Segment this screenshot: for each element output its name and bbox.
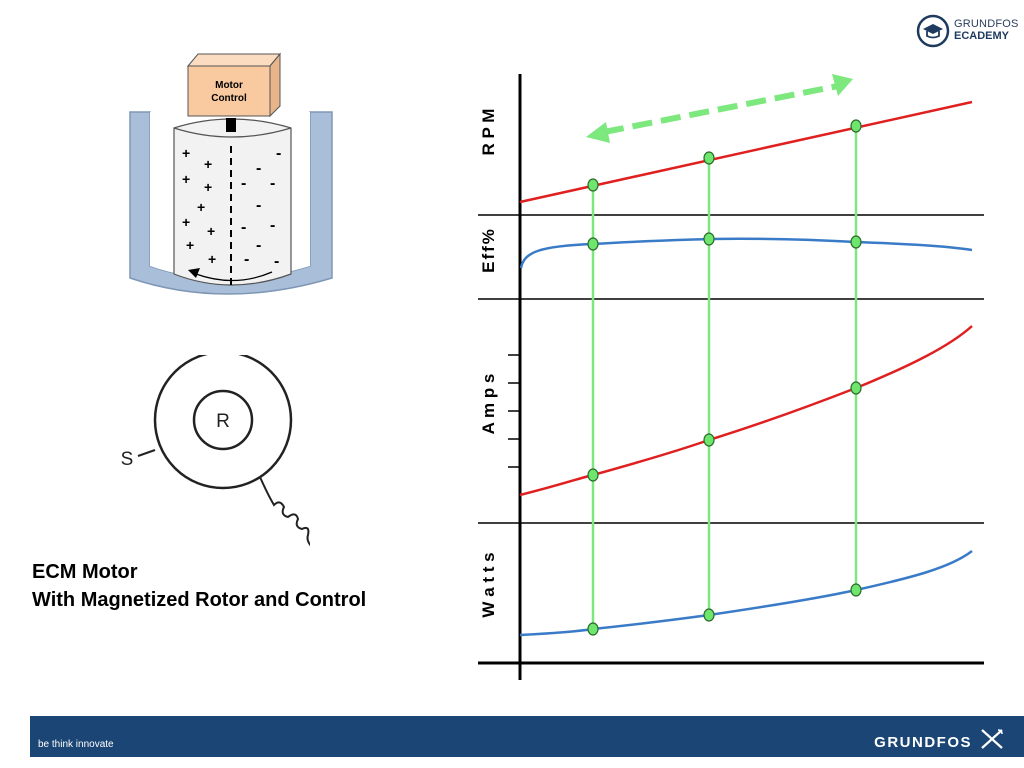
svg-text:-: - (256, 237, 261, 254)
svg-text:+: + (204, 179, 212, 195)
eff-curve (519, 237, 973, 269)
marker-rpm-2 (703, 151, 715, 165)
marker-amps-3 (850, 381, 862, 395)
marker-watts-1 (587, 622, 599, 636)
ecm-motor-illustration: Motor Control + + + + + + + + + - - - - … (129, 52, 333, 295)
marker-amps-1 (587, 468, 599, 482)
positive-poles: + + + + + + + + + (182, 145, 216, 267)
marker-eff-1 (587, 237, 599, 251)
rotor-circle (192, 389, 254, 451)
stator-label: S (121, 449, 134, 470)
svg-text:+: + (204, 156, 212, 172)
svg-text:+: + (182, 171, 190, 187)
motor-control-label-line2: Control (211, 93, 247, 104)
speed-range-arrow (586, 74, 853, 143)
motor-control-label-line1: Motor (215, 80, 243, 91)
svg-text:-: - (270, 217, 275, 234)
footer-brand: GRUNDFOS (874, 734, 972, 751)
logo-text-grundfos: GRUNDFOS (954, 18, 1019, 30)
motor-control-box (187, 65, 271, 117)
motor-shaft (226, 118, 236, 132)
panel-label-watts: W a t t s (479, 552, 498, 617)
marker-amps-2 (703, 433, 715, 447)
caption-subtitle: With Magnetized Rotor and Control (32, 589, 367, 611)
svg-text:+: + (197, 199, 205, 215)
control-wire-coil (259, 476, 310, 547)
logo-text-ecademy: ECADEMY (954, 30, 1010, 42)
svg-text:-: - (244, 251, 249, 268)
svg-text:-: - (256, 160, 261, 177)
stator-circle (153, 355, 293, 490)
svg-text:+: + (207, 223, 215, 239)
svg-text:-: - (256, 197, 261, 214)
graduation-cap-icon (916, 14, 950, 48)
svg-text:-: - (241, 175, 246, 192)
svg-text:+: + (182, 145, 190, 161)
svg-text:-: - (274, 253, 279, 270)
footer-tagline: be think innovate (38, 739, 114, 750)
operating-point-markers (587, 119, 862, 636)
svg-text:-: - (241, 219, 246, 236)
svg-text:+: + (186, 237, 194, 253)
rotor-label: R (216, 411, 230, 432)
amps-ticks (508, 354, 520, 468)
svg-text:-: - (270, 175, 275, 192)
svg-text:+: + (208, 251, 216, 267)
slide-caption: ECM Motor With Magnetized Rotor and Cont… (32, 558, 366, 614)
marker-rpm-3 (850, 119, 862, 133)
marker-eff-2 (703, 232, 715, 246)
marker-watts-2 (703, 608, 715, 622)
negative-poles: - - - - - - - - - - (241, 145, 281, 270)
svg-text:+: + (182, 214, 190, 230)
marker-rpm-1 (587, 178, 599, 192)
rotation-arrow (195, 271, 273, 282)
amps-curve (519, 325, 973, 497)
rotor-cylinder (173, 118, 292, 286)
panel-label-eff: Eff% (479, 227, 498, 273)
grundfos-x-icon (981, 729, 1003, 749)
panel-label-amps: A m p s (479, 374, 498, 435)
rotor-stator-schematic: R S (121, 355, 310, 547)
caption-title: ECM Motor (32, 561, 138, 583)
footer-bar: be think innovate GRUNDFOS (30, 716, 1024, 757)
marker-watts-3 (850, 583, 862, 597)
svg-text:-: - (276, 145, 281, 162)
grundfos-ecademy-logo: GRUNDFOS ECADEMY (916, 12, 1019, 52)
marker-eff-3 (850, 235, 862, 249)
panel-label-rpm: R P M (479, 109, 498, 156)
performance-graph: R P M Eff% A m p s W a t t s (478, 74, 984, 680)
watts-curve (519, 550, 973, 637)
operating-point-guides (591, 126, 858, 629)
